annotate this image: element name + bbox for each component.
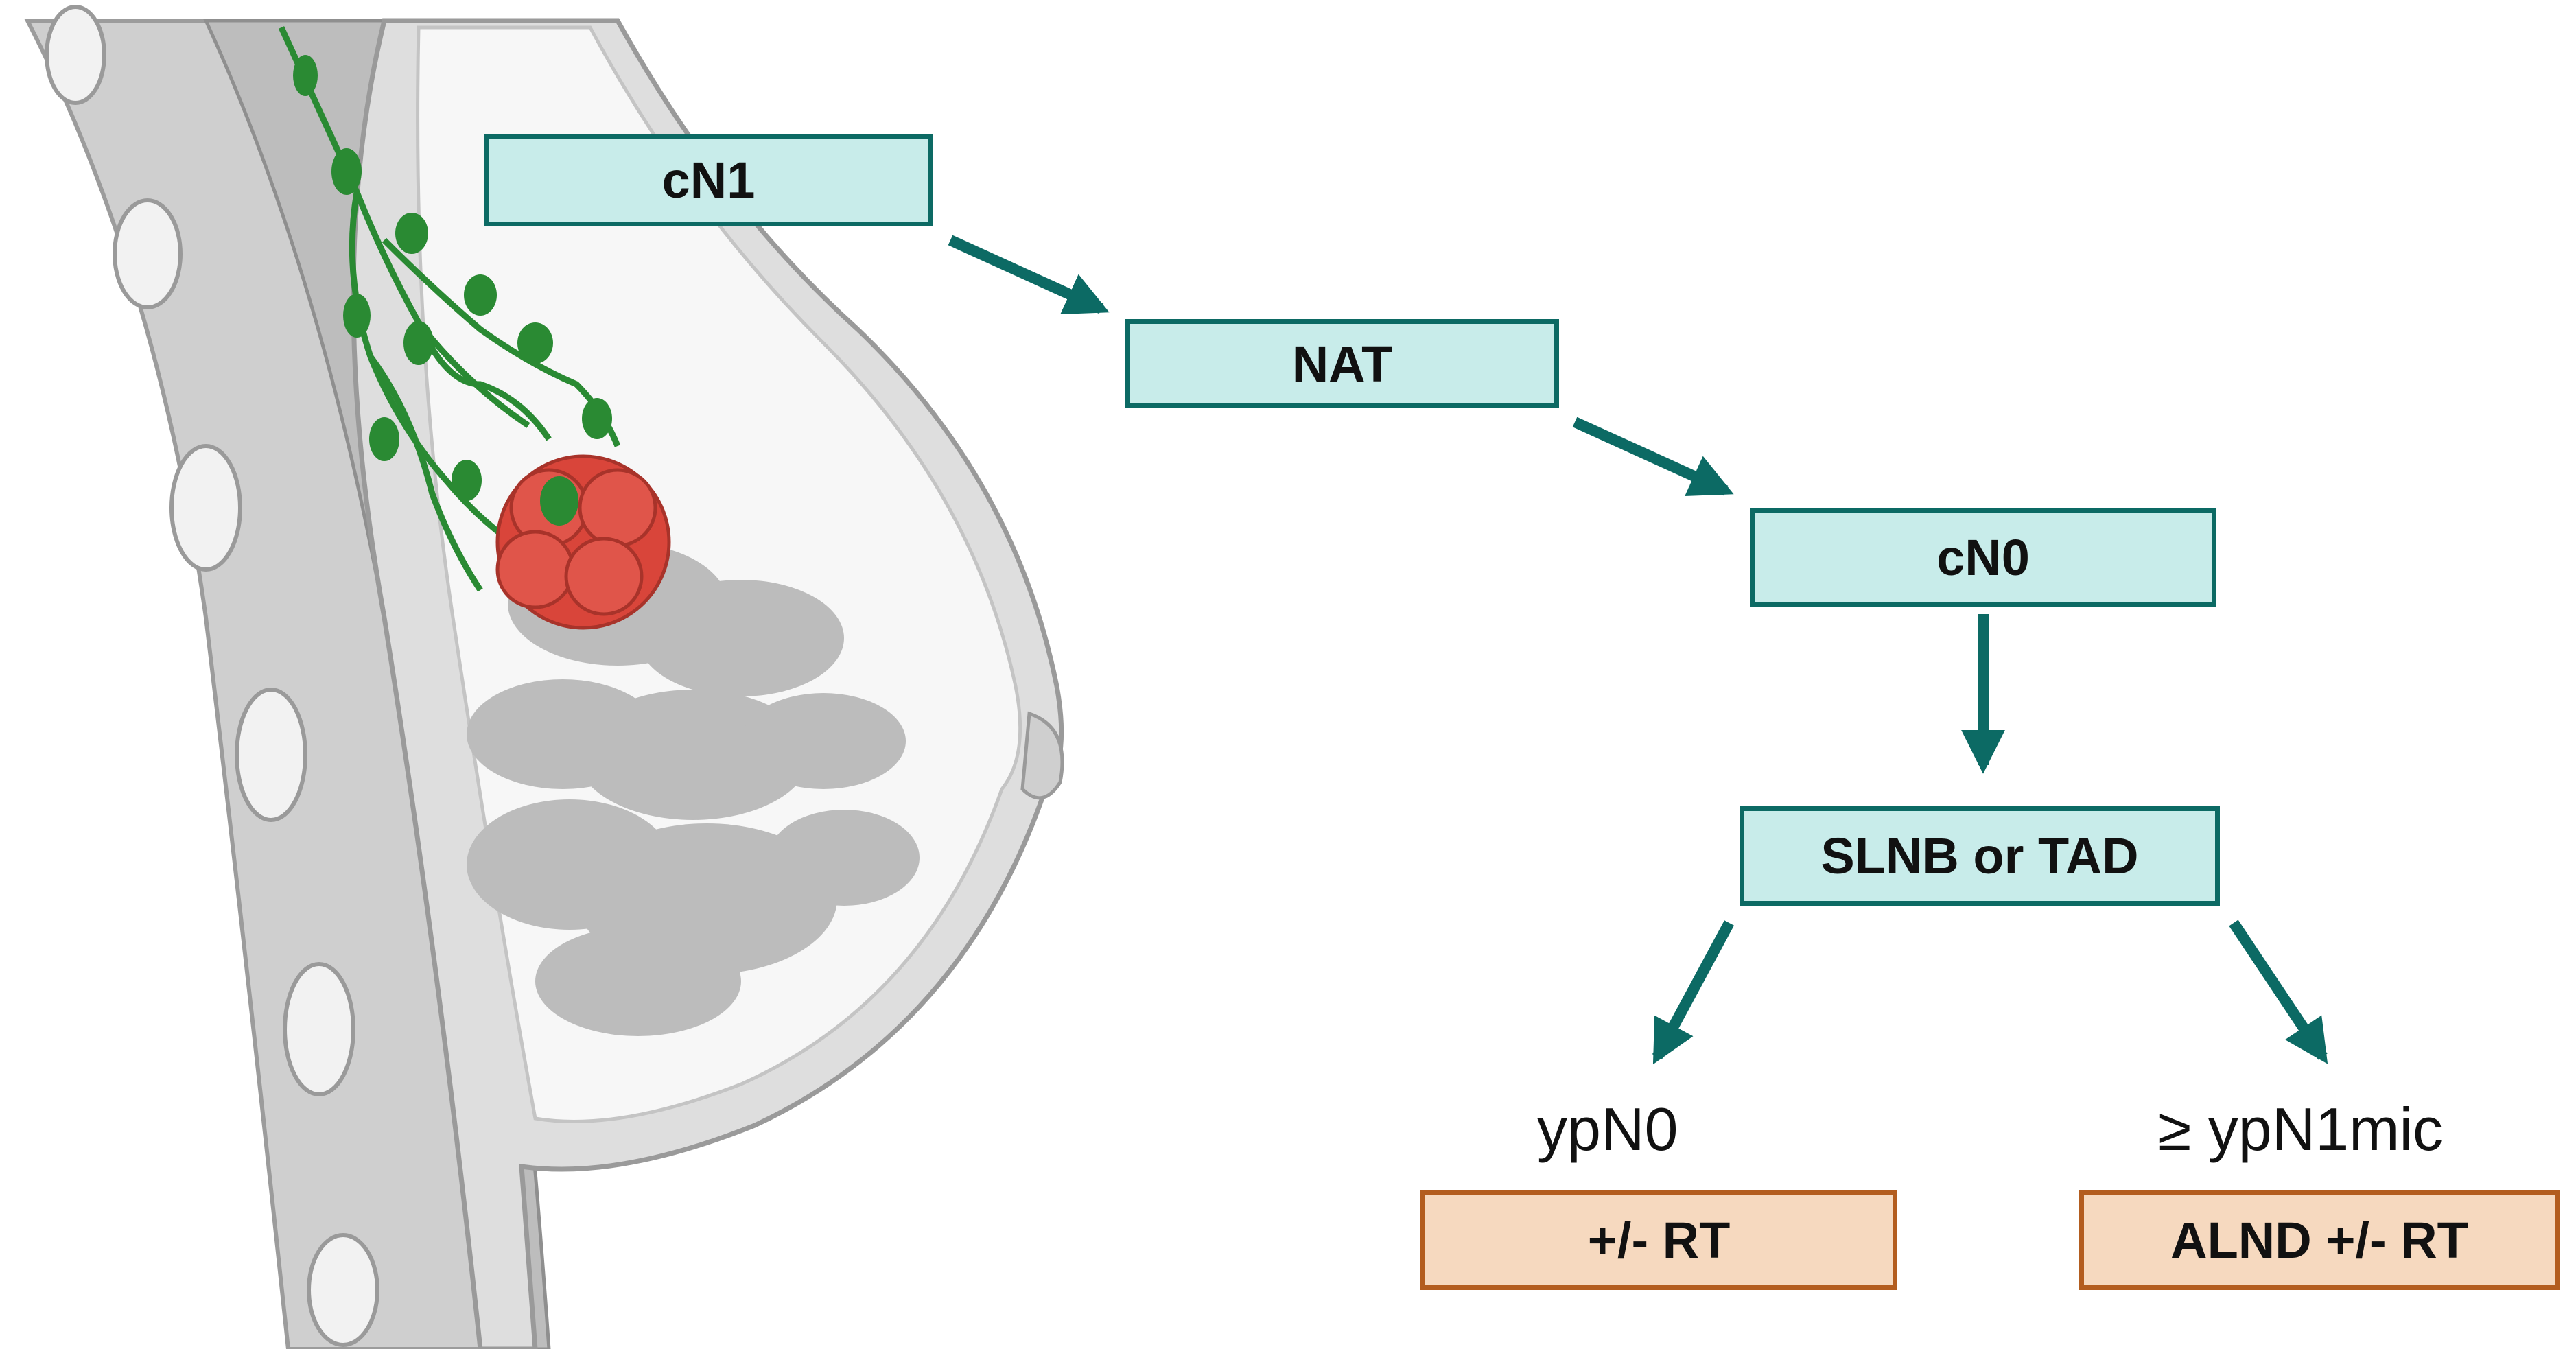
breast-anatomy-illustration — [24, 5, 1064, 1349]
lymph-nodes — [293, 55, 612, 501]
lymphatic-vessels — [278, 26, 621, 592]
rib-2 — [113, 198, 183, 309]
nipple — [1020, 711, 1064, 800]
outcome-label-ypn1mic: ≥ ypN1mic — [2158, 1095, 2444, 1163]
rib-3 — [169, 444, 242, 572]
node-cn0: cN0 — [1750, 508, 2216, 607]
node-surgery: SLNB or TAD — [1740, 806, 2220, 906]
glandular-lobules — [467, 542, 920, 1036]
arrow-cn1-to-nat — [948, 235, 1110, 314]
node-cn1: cN1 — [484, 134, 933, 226]
rib-6 — [307, 1233, 379, 1347]
rib-5 — [283, 962, 355, 1096]
lymph-node-on-tumor — [540, 476, 578, 526]
arrow-surgery-to-ypn1mic — [2229, 919, 2328, 1064]
rib-4 — [235, 688, 307, 822]
node-nat: NAT — [1125, 319, 1559, 408]
rib-1 — [45, 5, 106, 105]
treatment-right: ALND +/- RT — [2079, 1190, 2560, 1290]
arrow-surgery-to-ypn0 — [1652, 920, 1735, 1065]
arrow-nat-to-cn0 — [1572, 417, 1734, 496]
outcome-label-ypn0: ypN0 — [1537, 1095, 1678, 1163]
treatment-left: +/- RT — [1420, 1190, 1897, 1290]
rib-cross-sections — [45, 5, 379, 1347]
